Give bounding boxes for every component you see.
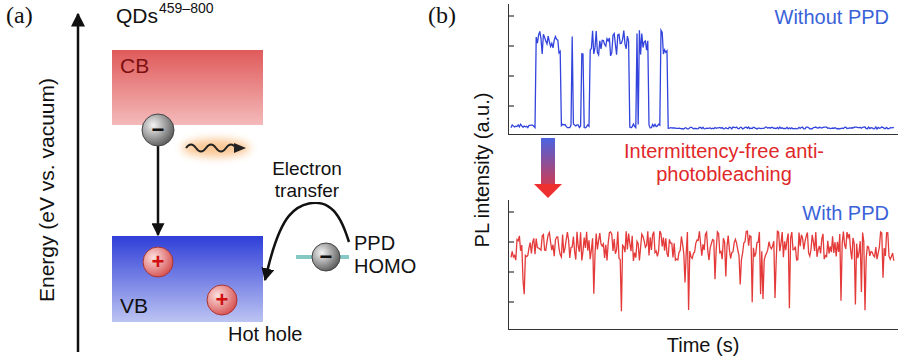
valence-band: VB: [112, 236, 263, 322]
node-text: PPD HOMO: [354, 232, 434, 278]
charge-sign: −: [320, 246, 333, 268]
trace-panel: With PPD: [508, 200, 898, 330]
charge-sign: +: [216, 289, 229, 311]
arrow-line: [265, 203, 349, 280]
axis-title: PL intensity (a.u.): [472, 93, 492, 248]
emission-arrowhead: [234, 143, 246, 153]
carrier-name: Hot hole: [228, 323, 303, 346]
tick: [508, 271, 514, 272]
hole: [143, 247, 173, 277]
homo-level-label: PPD HOMO: [352, 232, 436, 278]
tick: [508, 211, 514, 212]
charge-sign: +: [152, 251, 165, 273]
axis-title: Energy (eV vs. vacuum): [36, 78, 57, 302]
panel-letter: (a): [6, 2, 33, 30]
trace-panel: Without PPD: [508, 4, 898, 135]
emission-wave: [186, 145, 236, 152]
charge-sign: −: [152, 119, 165, 141]
electron: [142, 114, 174, 146]
tick: [508, 45, 514, 46]
effect-note: Intermittency-free anti-photobleaching: [574, 140, 874, 186]
emission-glow: [182, 139, 250, 157]
node-text: CB: [120, 54, 149, 78]
superscript-range: 459–800: [159, 0, 214, 16]
axis-title: Time (s): [667, 334, 740, 357]
tick: [508, 15, 514, 16]
edge-label: Electron transfer: [257, 158, 357, 202]
conduction-band: CB: [112, 50, 263, 125]
tick: [508, 105, 514, 106]
energy-axis: [77, 14, 80, 352]
hot-hole: [207, 285, 237, 315]
node-text: Without PPD: [772, 6, 892, 29]
gradient-arrow-head: [534, 184, 562, 198]
tick: [508, 75, 514, 76]
pl-trace: [511, 30, 894, 129]
connector: [534, 138, 562, 198]
material-name: QDs: [116, 4, 158, 28]
trace-without: [511, 30, 894, 129]
node-text: VB: [120, 294, 148, 318]
gradient-arrow-shaft: [541, 138, 555, 184]
connector: [265, 203, 349, 280]
node-text: With PPD: [799, 202, 892, 225]
tick: [508, 241, 514, 242]
tick: [508, 301, 514, 302]
panel-letter: (b): [428, 2, 456, 30]
trace-with: [511, 231, 894, 311]
pl-trace: [511, 231, 894, 311]
electron: [312, 243, 340, 271]
